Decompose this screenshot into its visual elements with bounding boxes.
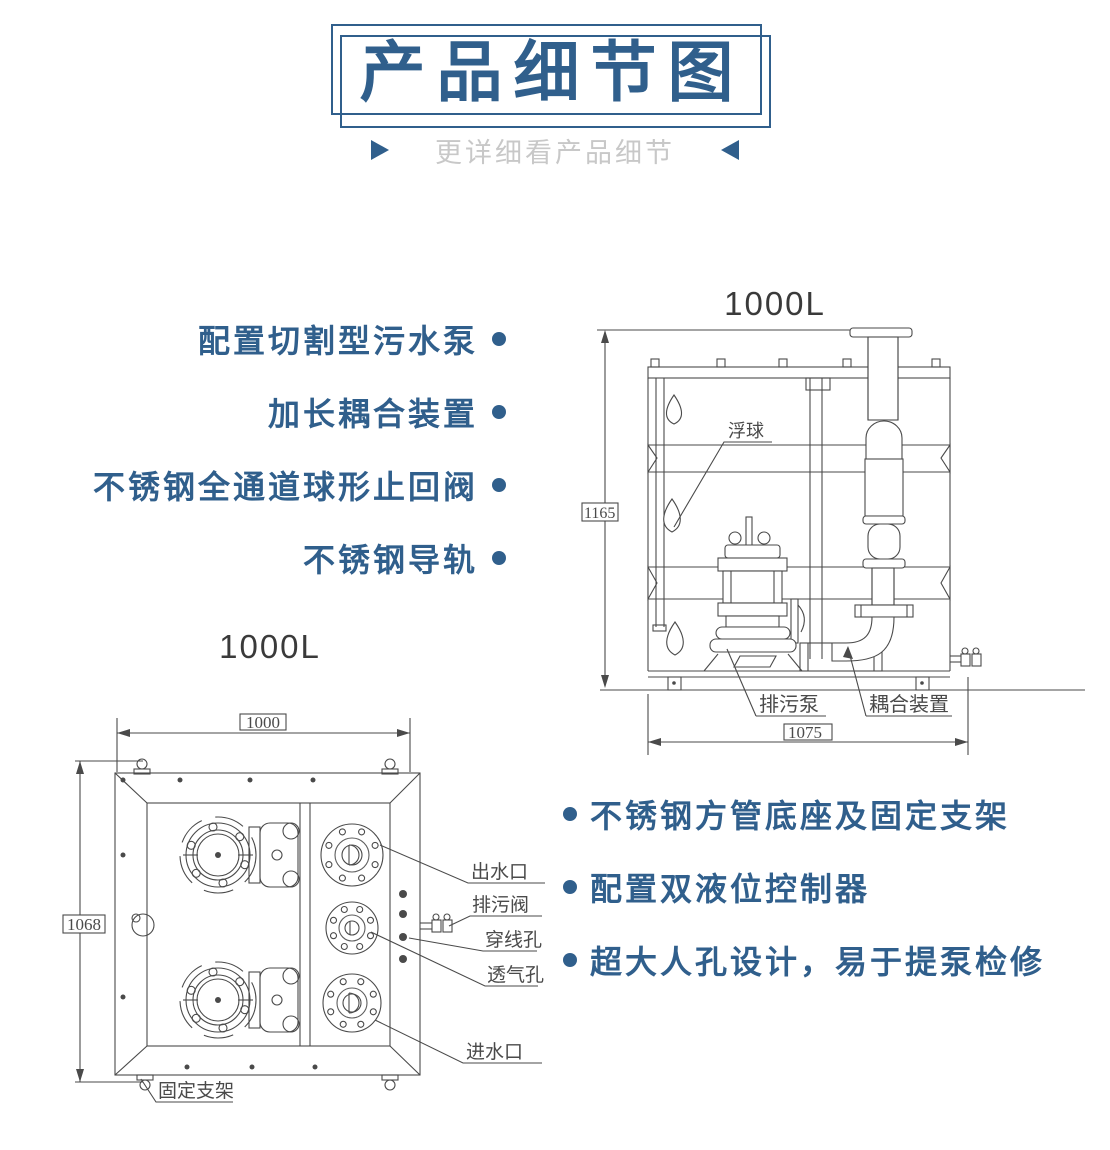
drain-valve-callout: 排污阀 <box>448 894 542 927</box>
dimension-height-1068: 1068 <box>62 760 143 1083</box>
outlet-port <box>320 823 384 887</box>
bullet-icon <box>492 551 506 565</box>
right-arrow-icon <box>371 140 389 160</box>
top-view-capacity: 1000L <box>219 630 321 665</box>
check-valve-upper <box>248 822 300 888</box>
feature-base-bracket: 不锈钢方管底座及固定支架 <box>563 798 1103 834</box>
dimension-height-1165: 1165 <box>581 329 853 688</box>
bullet-icon <box>563 880 577 894</box>
vent-hole-callout: 透气孔 <box>370 931 544 987</box>
svg-text:出水口: 出水口 <box>471 861 528 883</box>
vent-port <box>325 901 379 955</box>
feature-label: 不锈钢导轨 <box>302 542 478 578</box>
feature-check-valve: 不锈钢全通道球形止回阀 <box>60 469 506 505</box>
coupling-callout: 耦合装置 <box>843 646 952 717</box>
feature-list-right: 不锈钢方管底座及固定支架 配置双液位控制器 超大人孔设计，易于提泵检修 <box>563 798 1103 1017</box>
svg-text:1075: 1075 <box>788 723 822 742</box>
subtitle-row: 更详细看产品细节 <box>0 134 1110 168</box>
svg-text:透气孔: 透气孔 <box>487 964 544 986</box>
svg-text:穿线孔: 穿线孔 <box>485 929 542 951</box>
svg-text:1165: 1165 <box>584 505 615 522</box>
top-view-drawing: 1000L 1000 1068 <box>62 630 545 1103</box>
tank-top-outline <box>114 758 421 1091</box>
feature-cutting-pump: 配置切割型污水泵 <box>60 323 506 359</box>
tank-legs <box>600 676 1085 691</box>
side-view-drawing: 1000L 1165 <box>581 287 1085 755</box>
pump-callout: 排污泵 <box>726 648 826 717</box>
small-holes <box>399 890 407 963</box>
outlet-callout: 出水口 <box>379 844 545 884</box>
svg-text:排污阀: 排污阀 <box>472 894 529 916</box>
bullet-icon <box>492 405 506 419</box>
feature-list-left: 配置切割型污水泵 加长耦合装置 不锈钢全通道球形止回阀 不锈钢导轨 <box>60 323 506 615</box>
feature-manhole: 超大人孔设计，易于提泵检修 <box>563 944 1103 980</box>
bullet-icon <box>563 953 577 967</box>
feature-label: 不锈钢方管底座及固定支架 <box>590 798 1011 834</box>
bracket-callout: 固定支架 <box>140 1078 234 1103</box>
svg-text:排污泵: 排污泵 <box>759 693 819 716</box>
left-arrow-icon <box>721 140 739 160</box>
svg-text:1000: 1000 <box>246 713 280 732</box>
subtitle: 更详细看产品细节 <box>435 137 675 168</box>
feature-label: 不锈钢全通道球形止回阀 <box>92 469 478 505</box>
title-box: 产品细节图 <box>331 22 773 128</box>
float-switches <box>663 394 684 656</box>
title-frame-inner <box>340 35 771 128</box>
manhole-upper <box>179 816 257 894</box>
svg-text:耦合装置: 耦合装置 <box>869 693 949 716</box>
svg-text:1068: 1068 <box>67 915 101 934</box>
feature-label: 超大人孔设计，易于提泵检修 <box>590 944 1046 980</box>
feature-guide-rail: 不锈钢导轨 <box>60 542 506 578</box>
svg-text:固定支架: 固定支架 <box>158 1080 234 1102</box>
feature-label: 配置双液位控制器 <box>590 871 871 907</box>
drain-valve-side <box>950 647 982 667</box>
bullet-icon <box>563 807 577 821</box>
svg-text:进水口: 进水口 <box>466 1041 523 1063</box>
dimension-width-1000: 1000 <box>116 713 411 772</box>
feature-level-controller: 配置双液位控制器 <box>563 871 1103 907</box>
side-view-capacity: 1000L <box>724 287 826 322</box>
manhole-lower <box>179 961 257 1039</box>
feature-label: 配置切割型污水泵 <box>197 323 478 359</box>
float-rail <box>652 378 667 632</box>
bullet-icon <box>492 478 506 492</box>
title-frame-outer <box>331 24 762 115</box>
wire-hole-callout: 穿线孔 <box>408 929 542 952</box>
check-valve-lower <box>248 967 300 1033</box>
inlet-callout: 进水口 <box>374 1019 542 1064</box>
feature-label: 加长耦合装置 <box>267 396 478 432</box>
sewage-pump <box>702 516 804 672</box>
inlet-port <box>322 973 382 1033</box>
guide-rail <box>805 377 831 659</box>
bullet-icon <box>492 332 506 346</box>
dimension-width-1075: 1075 <box>647 677 969 755</box>
drain-valve-top <box>420 913 453 933</box>
page-title: 产品细节图 <box>359 35 745 109</box>
float-callout: 浮球 <box>673 421 772 528</box>
feature-coupling: 加长耦合装置 <box>60 396 506 432</box>
svg-text:浮球: 浮球 <box>728 421 764 441</box>
